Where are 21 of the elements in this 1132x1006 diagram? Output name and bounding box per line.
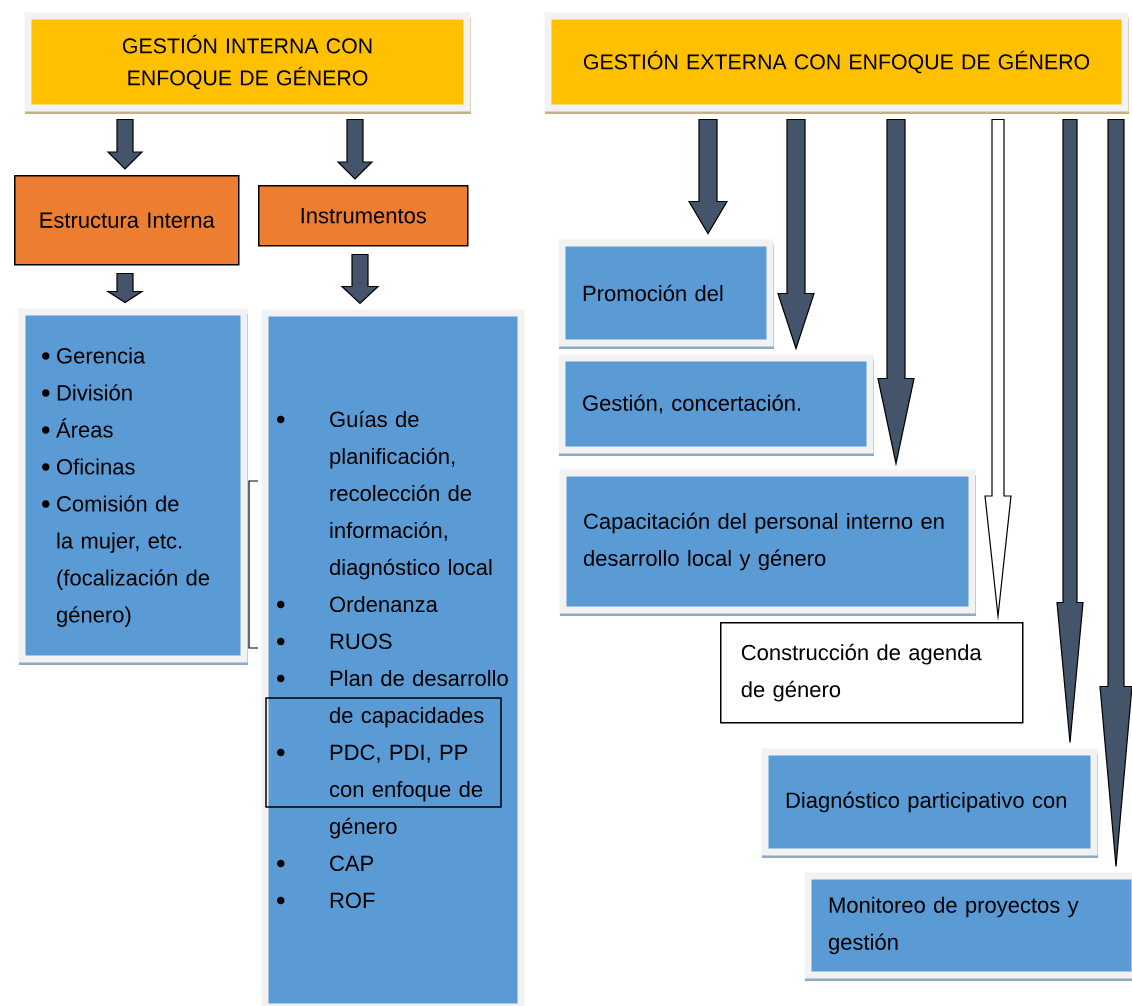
block-arrow xyxy=(777,118,815,351)
list-box: Guías de planificación, recolección de información, diagnóstico local Ordenanza RUOS Plan de desarrollo de capacidades PDC, PDI, PP con enfoque de género CAP ROF xyxy=(261,309,525,1006)
block-arrow xyxy=(336,118,374,180)
category-box: Estructura Interna xyxy=(14,175,240,266)
block-arrow xyxy=(105,272,145,304)
text-box: Capacitación del personal interno en desarrollo local y género xyxy=(559,469,976,616)
text-box: Gestión, concertación. xyxy=(558,354,874,456)
block-arrow xyxy=(1099,118,1132,868)
header-box: GESTIÓN EXTERNA CON ENFOQUE DE GÉNERO xyxy=(544,12,1129,114)
block-arrow xyxy=(877,118,915,467)
block-arrow xyxy=(106,118,144,170)
block-arrow xyxy=(1056,118,1084,744)
block-arrow xyxy=(687,118,729,235)
text-box: Construcción de agenda de género xyxy=(720,622,1024,724)
header-box: GESTIÓN INTERNA CON ENFOQUE DE GÉNERO xyxy=(24,12,471,114)
text-box: Promoción del xyxy=(558,239,774,349)
text-box: Monitoreo de proyectos y gestión xyxy=(804,872,1132,981)
text-box: Diagnóstico participativo con xyxy=(761,748,1098,858)
list-box: Gerencia División Áreas Oficinas Comisión de la mujer, etc. (focalización de género) xyxy=(18,308,248,665)
category-box: Instrumentos xyxy=(258,185,469,247)
block-arrow xyxy=(340,253,380,305)
